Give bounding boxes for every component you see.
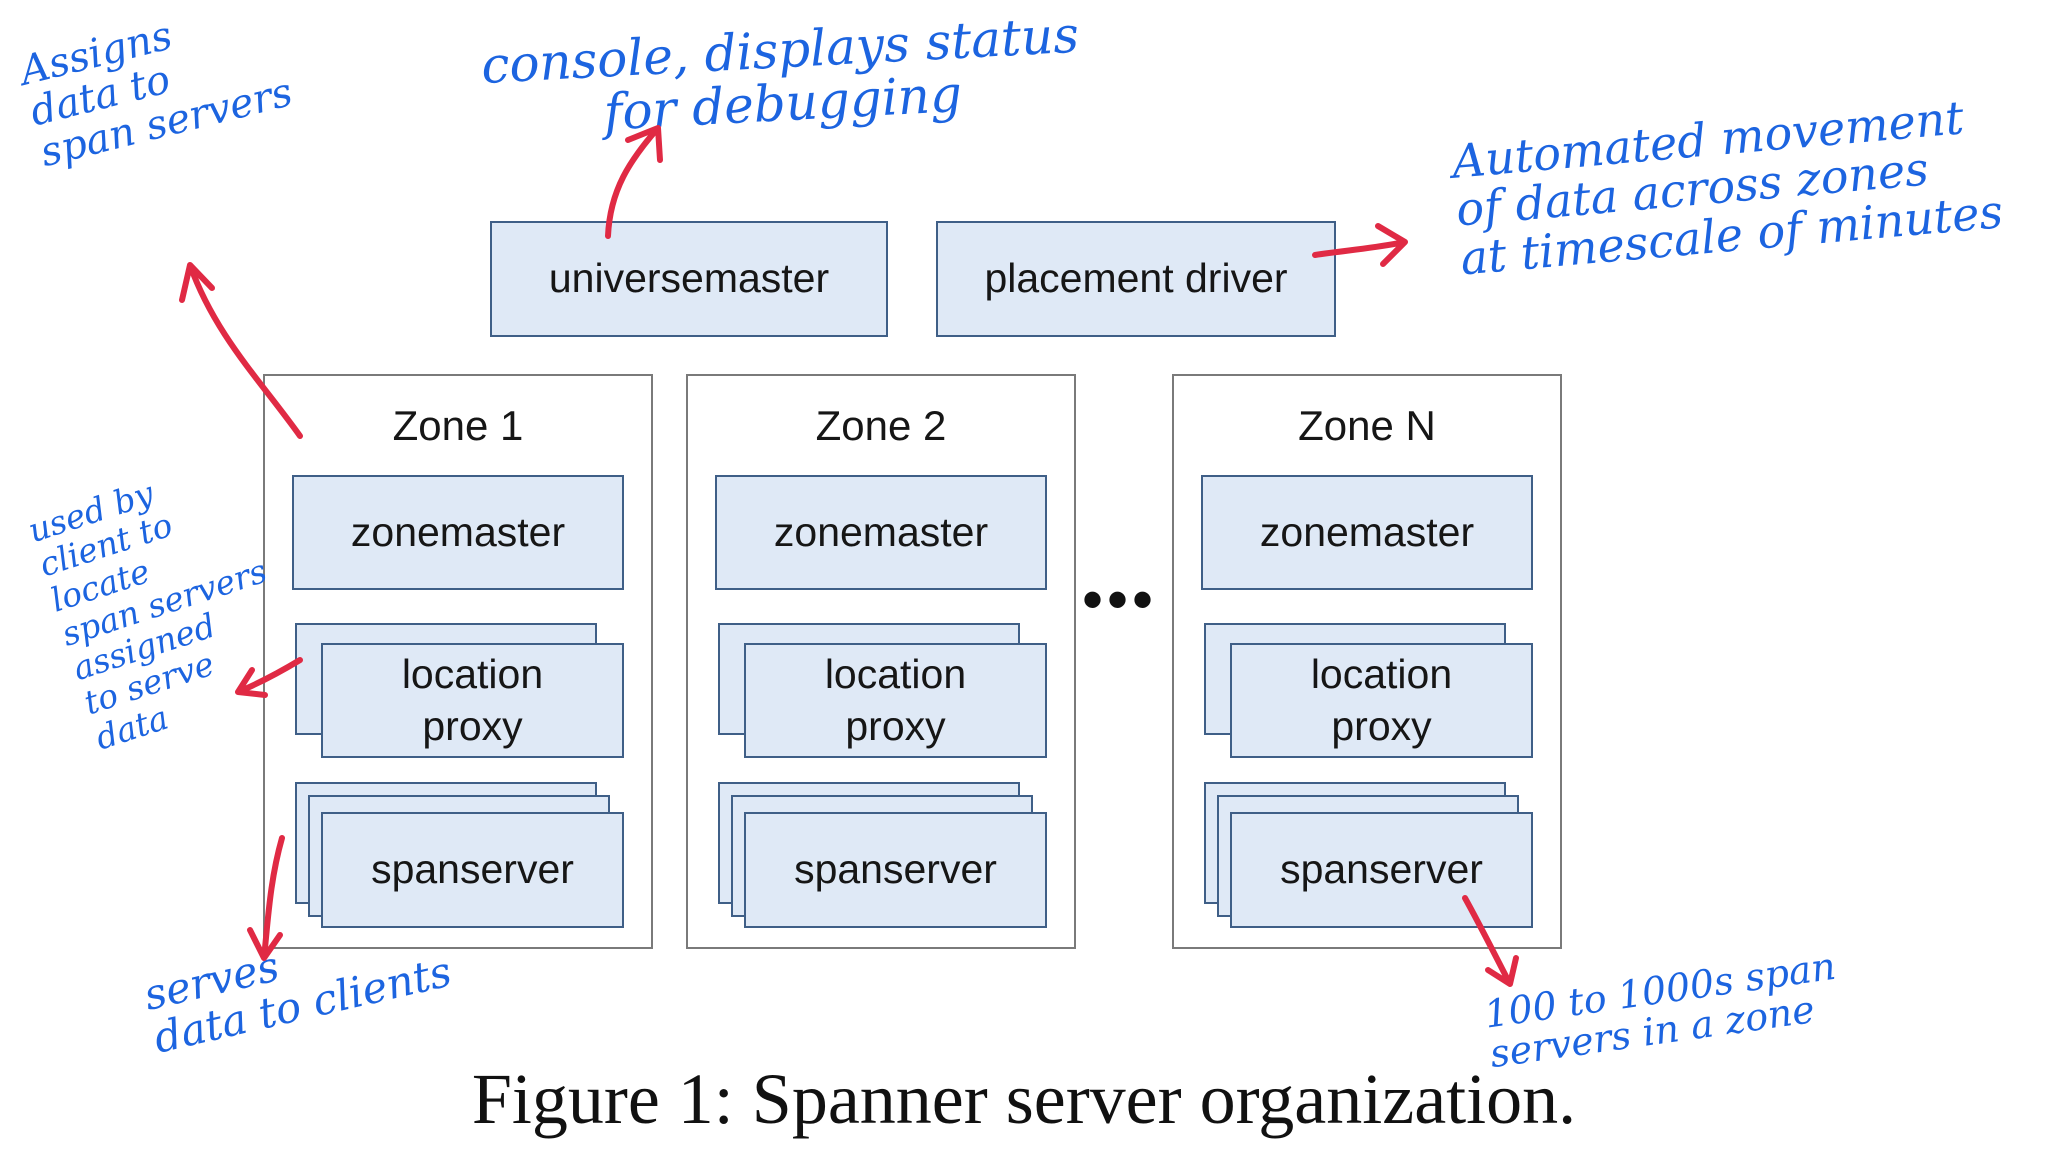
zone-n-location-proxy: location proxy (1230, 643, 1533, 758)
zone-1-location-proxy: location proxy (321, 643, 624, 758)
zone-1-zonemaster-label: zonemaster (350, 508, 566, 555)
zone-2-title: Zone 2 (815, 402, 947, 449)
figure-caption-label: Figure 1: (471, 1059, 734, 1139)
zone-n-zonemaster-label: zonemaster (1259, 508, 1475, 555)
zone-n-spanserver: spanserver (1230, 812, 1533, 928)
universemaster-label: universemaster (548, 255, 830, 302)
zone-2-zonemaster-label: zonemaster (773, 508, 989, 555)
zone-1-location-proxy-label: location proxy (401, 651, 544, 749)
arrow-location-proxy (235, 657, 303, 698)
zone-n-title: Zone N (1298, 402, 1436, 449)
zones-ellipsis: ••• (1082, 566, 1158, 633)
placement-driver-box: placement driver (936, 221, 1336, 337)
arrow-console (605, 125, 663, 239)
placement-driver-label: placement driver (984, 255, 1288, 302)
arrow-spanserver (247, 835, 285, 961)
zone-1-title: Zone 1 (392, 402, 524, 449)
arrow-placement (1312, 223, 1408, 267)
zone-2-spanserver: spanserver (744, 812, 1047, 928)
zone-1-spanserver: spanserver (321, 812, 624, 928)
figure-caption: Figure 1: Spanner server organization. (0, 1058, 2048, 1141)
universemaster-box: universemaster (490, 221, 888, 337)
zone-1-spanserver-label: spanserver (371, 846, 574, 893)
arrow-count (1462, 895, 1519, 987)
zone-1-zonemaster: zonemaster (292, 475, 624, 590)
arrow-assigns (179, 262, 303, 439)
zone-n-location-proxy-label: location proxy (1310, 651, 1453, 749)
zone-n-zonemaster: zonemaster (1201, 475, 1533, 590)
figure-caption-text: Spanner server organization. (751, 1059, 1577, 1139)
zone-n-spanserver-label: spanserver (1280, 846, 1483, 893)
zone-2-zonemaster: zonemaster (715, 475, 1047, 590)
zone-2-spanserver-label: spanserver (794, 846, 997, 893)
zone-2-location-proxy: location proxy (744, 643, 1047, 758)
zone-2-location-proxy-label: location proxy (824, 651, 967, 749)
